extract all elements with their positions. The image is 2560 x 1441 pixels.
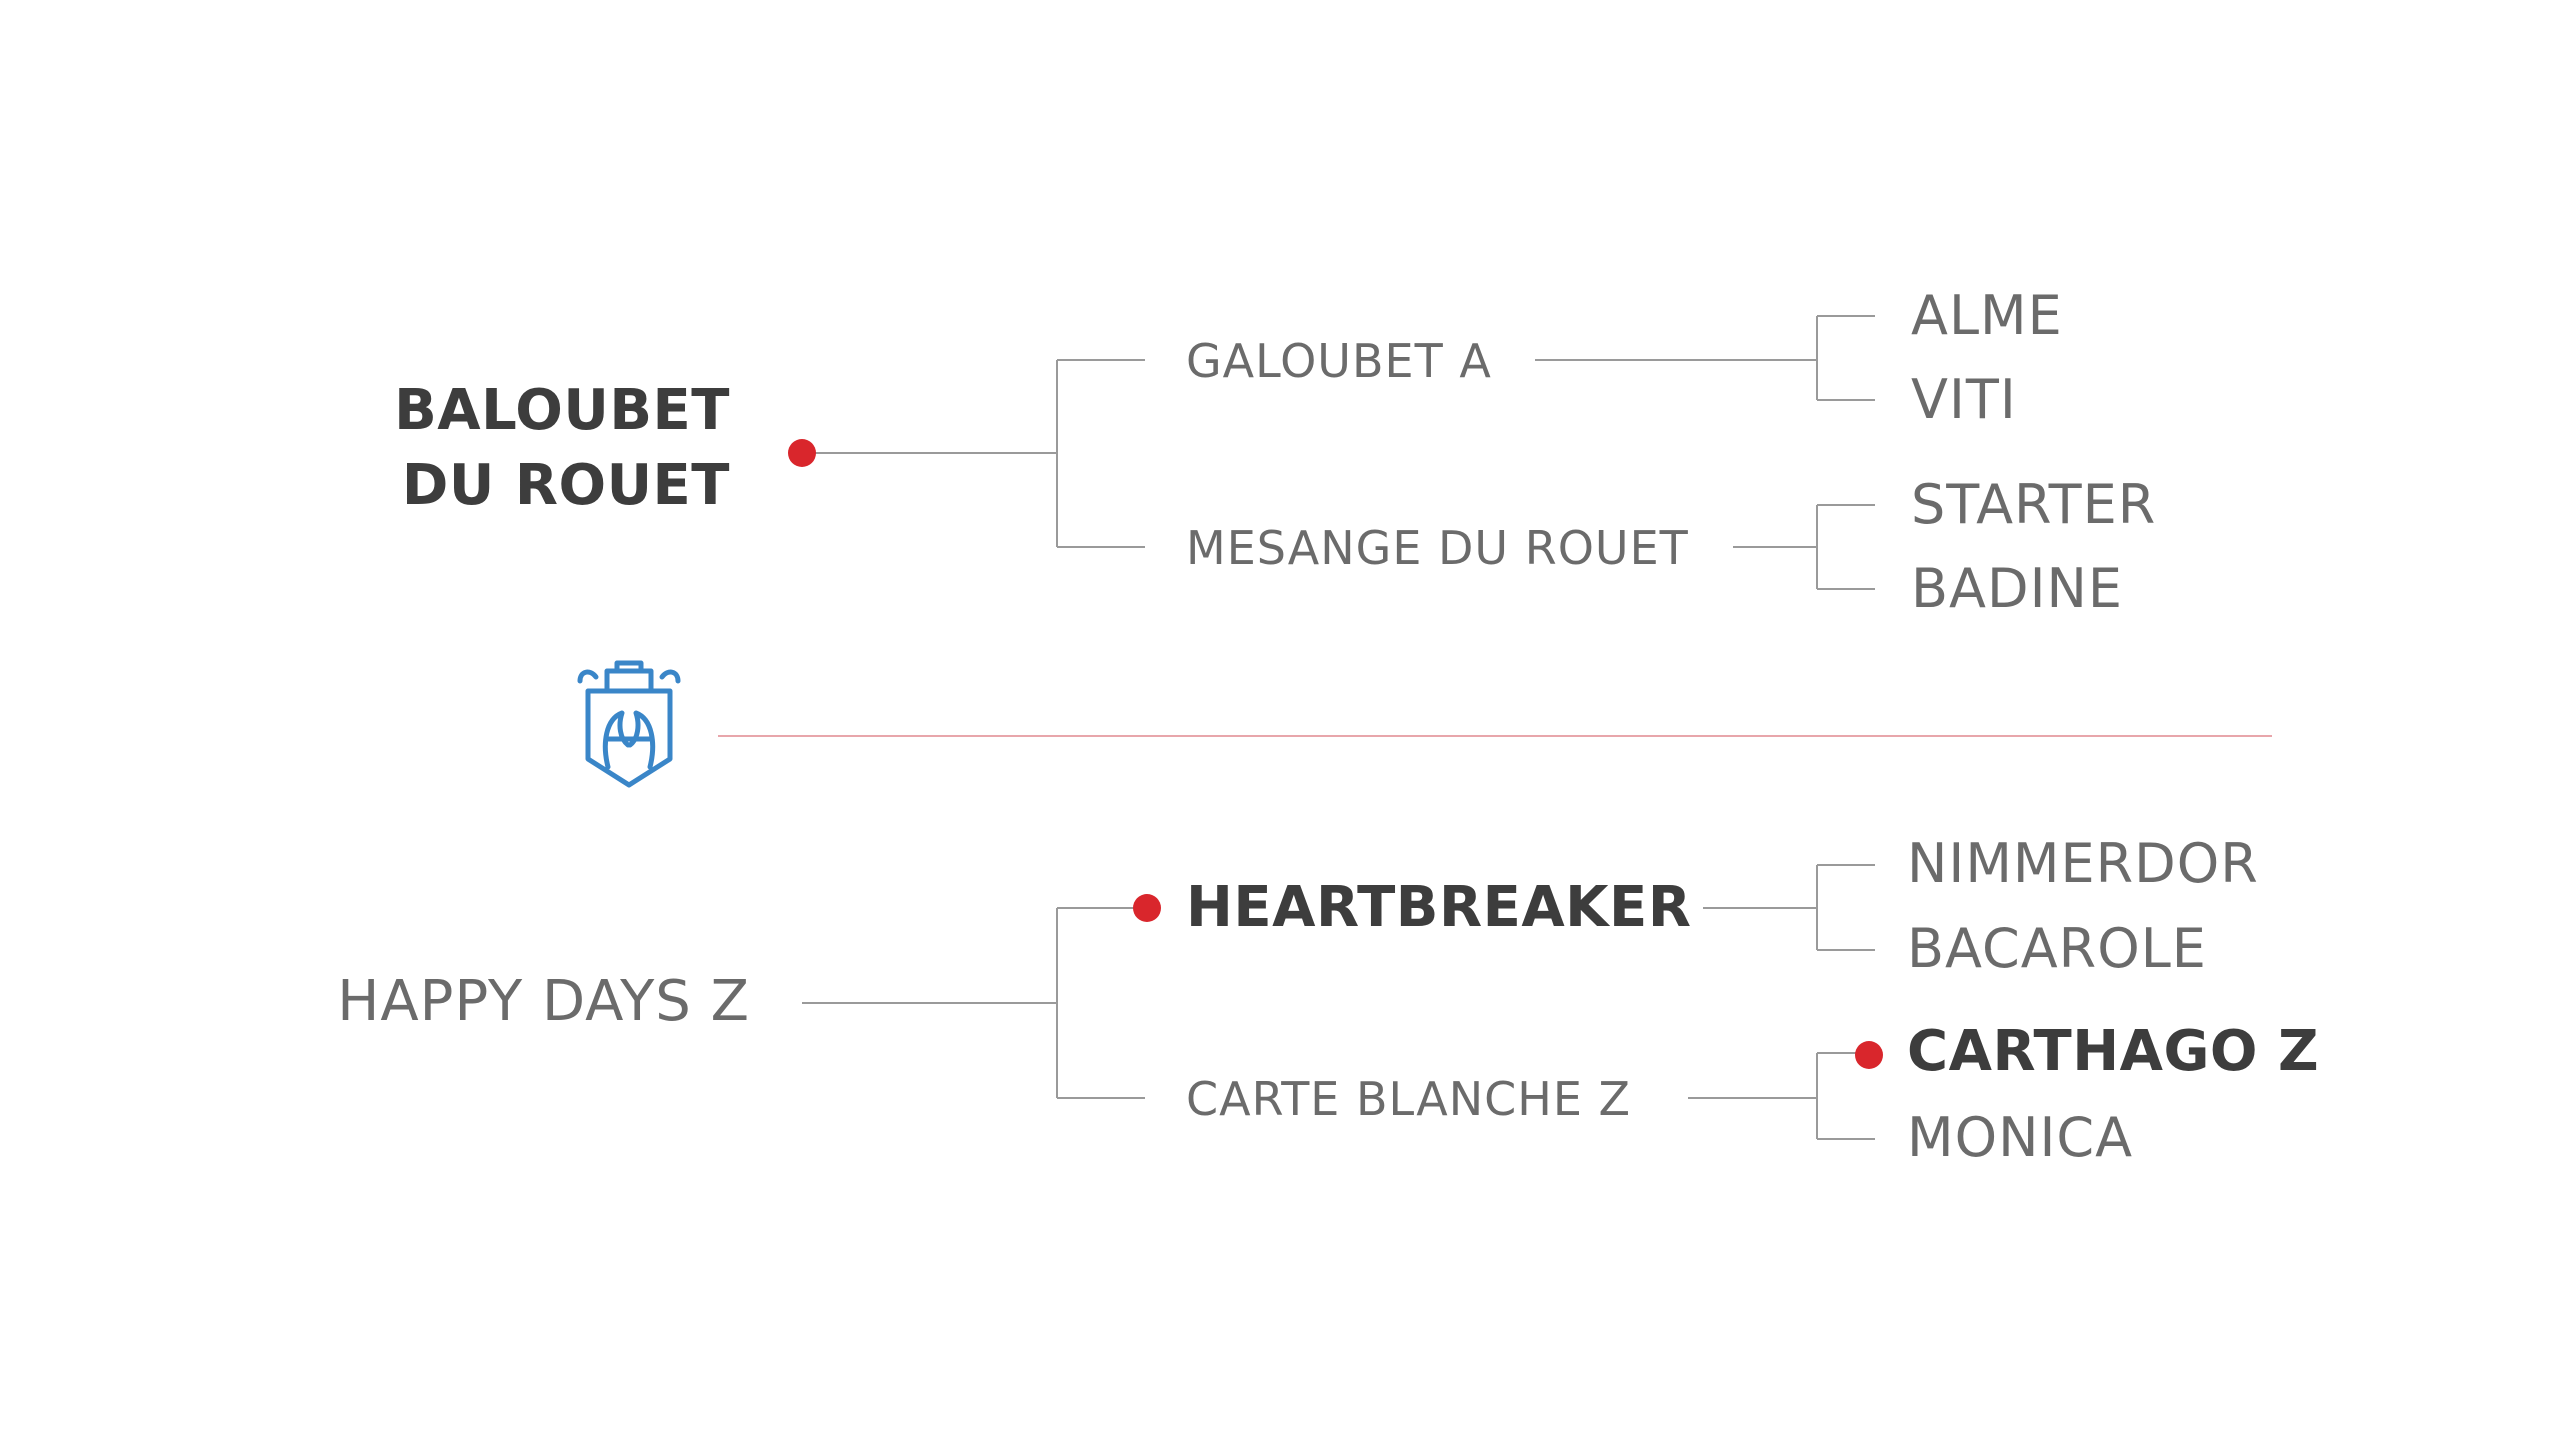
connector-top-horse bbox=[800, 359, 1145, 548]
connector-bottom-sire bbox=[1703, 864, 1875, 951]
top-dam-name: MESANGE DU ROUET bbox=[1186, 521, 1689, 575]
top-sire-name: GALOUBET A bbox=[1186, 334, 1492, 388]
top-dam-dam-name: BADINE bbox=[1911, 557, 2124, 620]
connector-bottom-horse bbox=[802, 907, 1145, 1099]
bottom-sire-dam-name: BACAROLE bbox=[1907, 917, 2207, 980]
connector-top-sire bbox=[1535, 315, 1875, 401]
connector-bottom-dam bbox=[1688, 1052, 1875, 1140]
red-dot-marker bbox=[788, 439, 816, 467]
horse-crest-logo-icon bbox=[577, 660, 681, 788]
connector-top-dam bbox=[1733, 504, 1875, 590]
bottom-dam-name: CARTE BLANCHE Z bbox=[1186, 1072, 1632, 1126]
top-sire-sire-name: ALME bbox=[1911, 284, 2063, 347]
bottom-sire-name: HEARTBREAKER bbox=[1186, 875, 1692, 940]
bottom-dam-sire-name: CARTHAGO Z bbox=[1907, 1019, 2320, 1084]
red-dot-marker bbox=[1855, 1041, 1883, 1069]
top-dam-sire-name: STARTER bbox=[1911, 473, 2157, 536]
bottom-sire-sire-name: NIMMERDOR bbox=[1907, 832, 2259, 895]
top-horse-name-line2: DU ROUET bbox=[401, 453, 730, 518]
top-sire-dam-name: VITI bbox=[1911, 368, 2017, 431]
bottom-dam-dam-name: MONICA bbox=[1907, 1106, 2134, 1169]
red-dot-marker bbox=[1133, 894, 1161, 922]
bottom-horse-name: HAPPY DAYS Z bbox=[337, 969, 750, 1034]
top-horse-name-line1: BALOUBET bbox=[394, 378, 730, 443]
